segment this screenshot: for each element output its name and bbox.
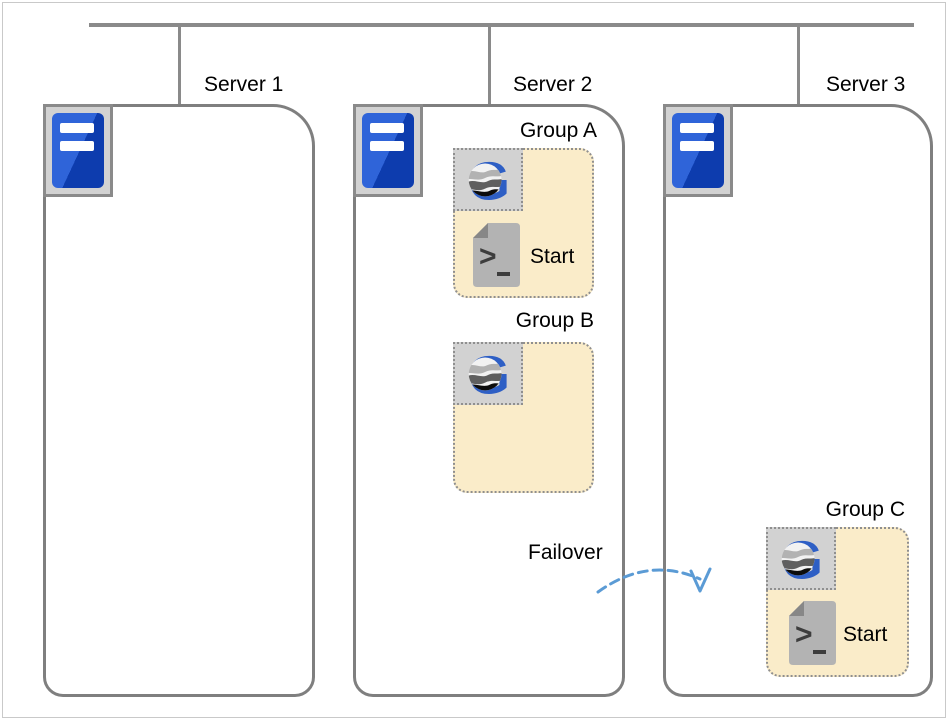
start-script-icon <box>789 601 836 665</box>
network-drop-server3 <box>797 25 800 105</box>
server-icon <box>663 104 733 197</box>
start-script-label: Start <box>530 245 575 268</box>
server1-label: Server 1 <box>204 73 284 96</box>
group-c-label: Group C <box>825 498 905 521</box>
server2-label: Server 2 <box>513 73 593 96</box>
group-b-label: Group B <box>515 309 594 332</box>
network-bus-line <box>89 23 914 27</box>
server3-label: Server 3 <box>826 73 906 96</box>
group-application-icon <box>453 342 523 405</box>
network-drop-server1 <box>178 25 181 105</box>
server-icon <box>353 104 423 197</box>
group-application-icon <box>766 527 836 590</box>
failover-label: Failover <box>528 541 603 564</box>
server-tower-glyph <box>52 113 104 188</box>
server-tower-glyph <box>362 113 414 188</box>
network-drop-server2 <box>488 25 491 105</box>
group-application-icon <box>453 148 523 211</box>
server1-box <box>43 104 315 697</box>
group-a-label: Group A <box>519 119 597 142</box>
start-script-label: Start <box>843 623 888 646</box>
start-script-icon <box>473 223 520 287</box>
server-icon <box>43 104 113 197</box>
server-tower-glyph <box>672 113 724 188</box>
